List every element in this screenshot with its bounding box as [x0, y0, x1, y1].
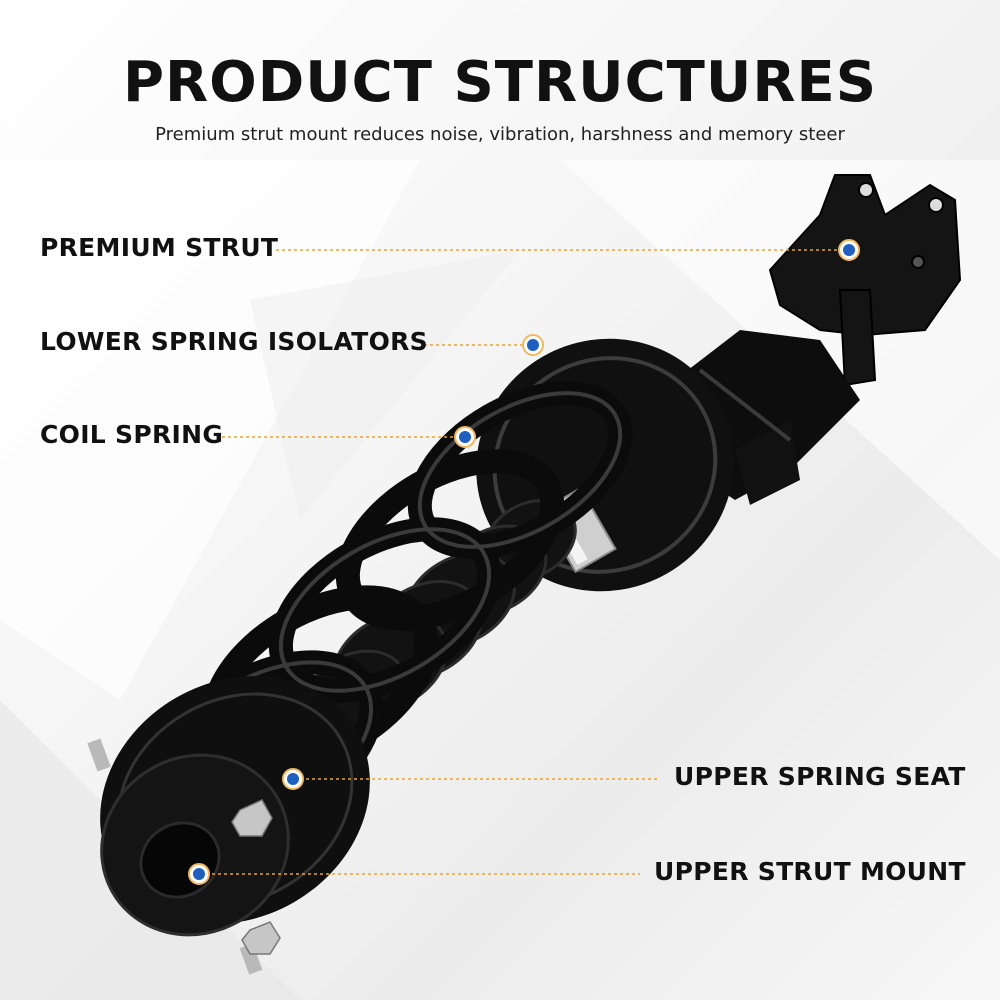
callout-label-lower-spring-isolators: LOWER SPRING ISOLATORS: [40, 327, 428, 356]
callout-label-coil-spring: COIL SPRING: [40, 420, 224, 449]
callout-label-upper-strut-mount: UPPER STRUT MOUNT: [654, 857, 966, 886]
strut-bracket: [768, 174, 962, 387]
callout-label-upper-spring-seat: UPPER SPRING SEAT: [674, 762, 966, 791]
callout-label-premium-strut: PREMIUM STRUT: [40, 233, 279, 262]
page-title: PRODUCT STRUCTURES: [122, 50, 878, 115]
upper-strut-mount: [87, 738, 290, 975]
page-subtitle: Premium strut mount reduces noise, vibra…: [155, 124, 845, 145]
